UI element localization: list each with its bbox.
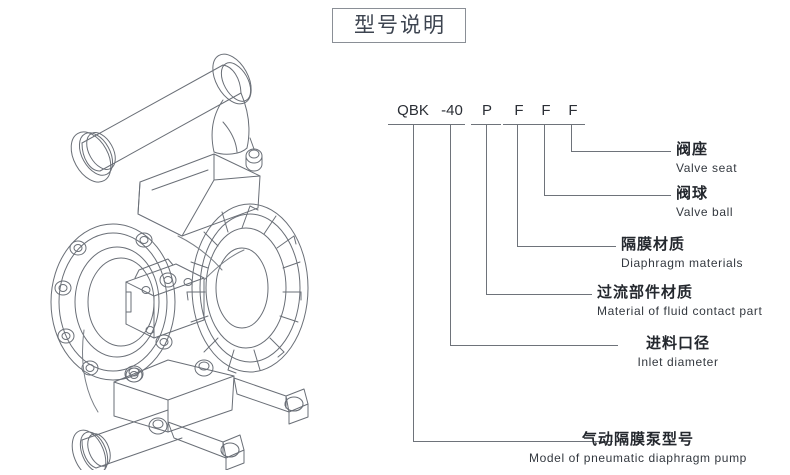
code-segment-model: QBK [397,102,429,119]
leader-hline-inlet [450,345,618,346]
code-rule-inlet [437,124,465,125]
callout-fluid-contact-material: 过流部件材质 Material of fluid contact part [597,283,762,319]
callout-diaphragm-materials-en: Diaphragm materials [621,256,744,270]
callout-valve-ball: 阀球 Valve ball [676,184,733,220]
callout-pump-model: 气动隔膜泵型号 Model of pneumatic diaphragm pum… [493,430,783,466]
leader-hline-valve-ball [544,195,671,196]
callout-inlet-diameter: 进料口径 Inlet diameter [623,334,733,370]
leader-hline-pump-model [413,441,613,442]
leader-hline-valve-seat [571,151,671,152]
leader-vline-valve-seat [571,124,572,151]
callout-diaphragm-materials-cn: 隔膜材质 [621,235,686,253]
leader-vline-diaphragm [517,124,518,246]
pump-illustration [18,30,330,470]
callout-inlet-diameter-cn: 进料口径 [645,334,710,352]
callout-valve-ball-en: Valve ball [676,205,734,219]
code-segment-diaphragm: F [514,102,524,119]
leader-vline-inlet [450,124,451,345]
callout-valve-seat-cn: 阀座 [676,140,709,158]
callout-valve-ball-cn: 阀球 [676,184,709,202]
leader-hline-fluid-contact [486,294,592,295]
code-segment-valve-seat: F [568,102,578,119]
code-segment-inlet: -40 [441,102,463,119]
title-box: 型号说明 [332,8,466,43]
callout-valve-seat-en: Valve seat [676,161,738,175]
leader-vline-valve-ball [544,124,545,195]
leader-vline-fluid-contact [486,124,487,294]
callout-inlet-diameter-en: Inlet diameter [637,355,719,369]
callout-fluid-contact-material-cn: 过流部件材质 [597,283,694,301]
callout-valve-seat: 阀座 Valve seat [676,140,737,176]
callout-pump-model-en: Model of pneumatic diaphragm pump [529,451,747,465]
callout-fluid-contact-material-en: Material of fluid contact part [597,304,763,318]
callout-diaphragm-materials: 隔膜材质 Diaphragm materials [621,235,743,271]
page-title: 型号说明 [354,13,446,37]
code-segment-valve-ball: F [541,102,551,119]
leader-vline-pump-model [413,124,414,441]
leader-hline-diaphragm [517,246,616,247]
code-segment-fluid-contact: P [481,102,492,119]
callout-pump-model-cn: 气动隔膜泵型号 [581,430,694,448]
